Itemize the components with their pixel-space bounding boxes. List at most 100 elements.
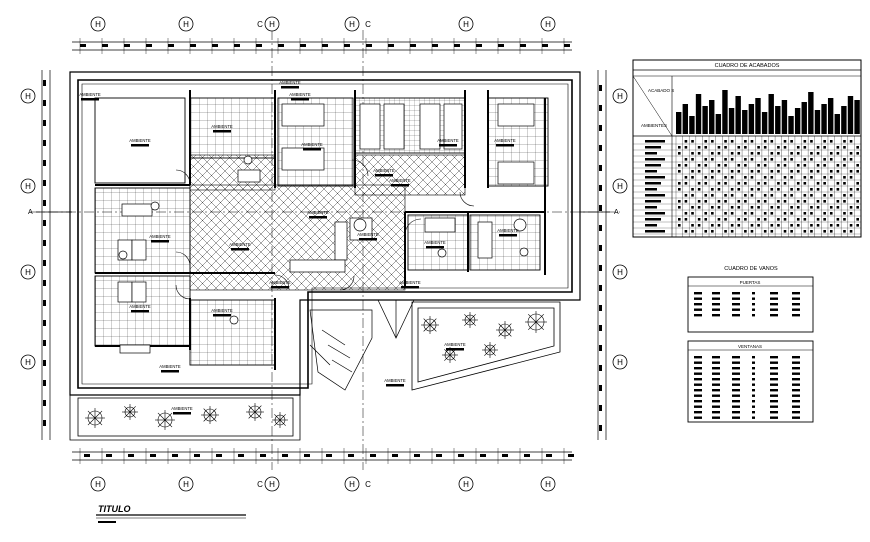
room-tag: AMBIENTE: [424, 240, 446, 245]
svg-text:A: A: [614, 209, 619, 216]
svg-text:H: H: [349, 480, 355, 489]
hall-north-floor: [189, 154, 276, 191]
entry-ramp: [309, 299, 415, 391]
drawing-title-block: TITULO: [96, 504, 246, 523]
room-tag: AMBIENTE: [279, 80, 301, 85]
room-tag: AMBIENTE: [497, 228, 519, 233]
room-tag: AMBIENTE: [171, 406, 193, 411]
room-tag: AMBIENTE: [357, 232, 379, 237]
grid-bubble-top: H: [458, 16, 474, 32]
section-marker-right: A: [580, 209, 619, 216]
room-tag: AMBIENTE: [399, 280, 421, 285]
grid-bubble-right: H: [612, 178, 628, 194]
plant-symbol: [85, 408, 105, 428]
plant-symbol: [201, 406, 219, 424]
garden-planter-south: [77, 397, 294, 437]
svg-text:H: H: [349, 20, 355, 29]
room-tag: AMBIENTE: [129, 304, 151, 309]
furniture: [117, 103, 535, 354]
axis-center-mark: C: [365, 20, 371, 29]
room-labels: AMBIENTE AMBIENTE AMBIENTE AMBIENTE AMBIENTE…: [79, 80, 519, 415]
plant-symbol: [421, 316, 439, 334]
room-tag: AMBIENTE: [494, 138, 516, 143]
svg-text:H: H: [183, 480, 189, 489]
room-tag: AMBIENTE: [79, 92, 101, 97]
interior-walls: [95, 90, 546, 370]
room-tag: AMBIENTE: [149, 234, 171, 239]
svg-text:H: H: [25, 92, 31, 101]
svg-text:H: H: [463, 480, 469, 489]
finishes-title: CUADRO DE ACABADOS: [715, 63, 780, 69]
plant-symbol: [122, 404, 138, 420]
plant-symbol: [462, 312, 478, 328]
room-tag: AMBIENTE: [389, 178, 411, 183]
room-tag: AMBIENTE: [159, 364, 181, 369]
grid-bubble-bottom: H: [344, 476, 360, 492]
axis-center-mark: C: [257, 480, 263, 489]
axis-center-mark: C: [365, 480, 371, 489]
plant-symbol: [246, 403, 264, 421]
plant-symbol: [272, 412, 288, 428]
axis-center-mark: C: [257, 20, 263, 29]
grid-bubble-bottom: H: [178, 476, 194, 492]
finishes-col-header: ACABADO S: [648, 88, 674, 93]
grid-bubble-left: H: [20, 178, 36, 194]
svg-text:H: H: [269, 480, 275, 489]
openings-schedule: CUADRO DE VANOS PUERTAS VENTANAS: [687, 266, 814, 423]
finishes-row-header: AMBIENTES: [641, 123, 667, 128]
grid-bubble-bottom: H: [90, 476, 106, 492]
door-swings: [175, 159, 475, 300]
svg-text:H: H: [617, 268, 623, 277]
grid-bubble-bottom: H: [458, 476, 474, 492]
svg-text:H: H: [25, 182, 31, 191]
dimension-text-marks: [43, 38, 602, 464]
windows-label: VENTANAS: [738, 344, 762, 349]
grid-bubble-right: H: [612, 264, 628, 280]
room-tag: AMBIENTE: [444, 342, 466, 347]
room-tag: AMBIENTE: [211, 124, 233, 129]
room-tag: AMBIENTE: [307, 210, 329, 215]
grid-bubble-top: H: [264, 16, 280, 32]
drawing-title: TITULO: [98, 504, 131, 514]
grid-bubble-right: H: [612, 354, 628, 370]
section-marker-left: A: [28, 209, 72, 216]
garden-planter-east: [411, 301, 561, 391]
svg-text:H: H: [463, 20, 469, 29]
doors-label: PUERTAS: [740, 280, 761, 285]
dimension-lines-right: [597, 70, 607, 440]
dimension-lines-left: [41, 70, 51, 440]
svg-text:H: H: [617, 182, 623, 191]
svg-text:H: H: [545, 480, 551, 489]
building-outer-walls: [69, 71, 581, 441]
grid-bubble-top: H: [344, 16, 360, 32]
room-tag: AMBIENTE: [384, 378, 406, 383]
grid-bubble-bottom: H: [264, 476, 280, 492]
grid-bubble-top: H: [540, 16, 556, 32]
grid-bubble-right: H: [612, 88, 628, 104]
room-tag: AMBIENTE: [269, 280, 291, 285]
svg-text:H: H: [269, 20, 275, 29]
plant-symbol: [525, 311, 547, 333]
svg-text:H: H: [25, 268, 31, 277]
plant-symbol: [482, 342, 498, 358]
svg-text:H: H: [617, 92, 623, 101]
plant-symbol: [496, 321, 514, 339]
grid-bubble-left: H: [20, 354, 36, 370]
room-tag: AMBIENTE: [129, 138, 151, 143]
room-tag: AMBIENTE: [437, 138, 459, 143]
finishes-schedule: CUADRO DE ACABADOS ACABADO S AMBIENTES: [632, 59, 862, 238]
grid-bubble-bottom: H: [540, 476, 556, 492]
room-tag: AMBIENTE: [373, 168, 395, 173]
grid-bubble-left: H: [20, 264, 36, 280]
plant-symbol: [155, 410, 175, 430]
openings-title: CUADRO DE VANOS: [724, 266, 778, 272]
svg-text:H: H: [95, 480, 101, 489]
svg-text:H: H: [95, 20, 101, 29]
corridor-floor: [354, 154, 466, 196]
grid-bubble-left: H: [20, 88, 36, 104]
grid-bubble-top: H: [178, 16, 194, 32]
room-tag: AMBIENTE: [301, 142, 323, 147]
room-tag: AMBIENTE: [229, 242, 251, 247]
